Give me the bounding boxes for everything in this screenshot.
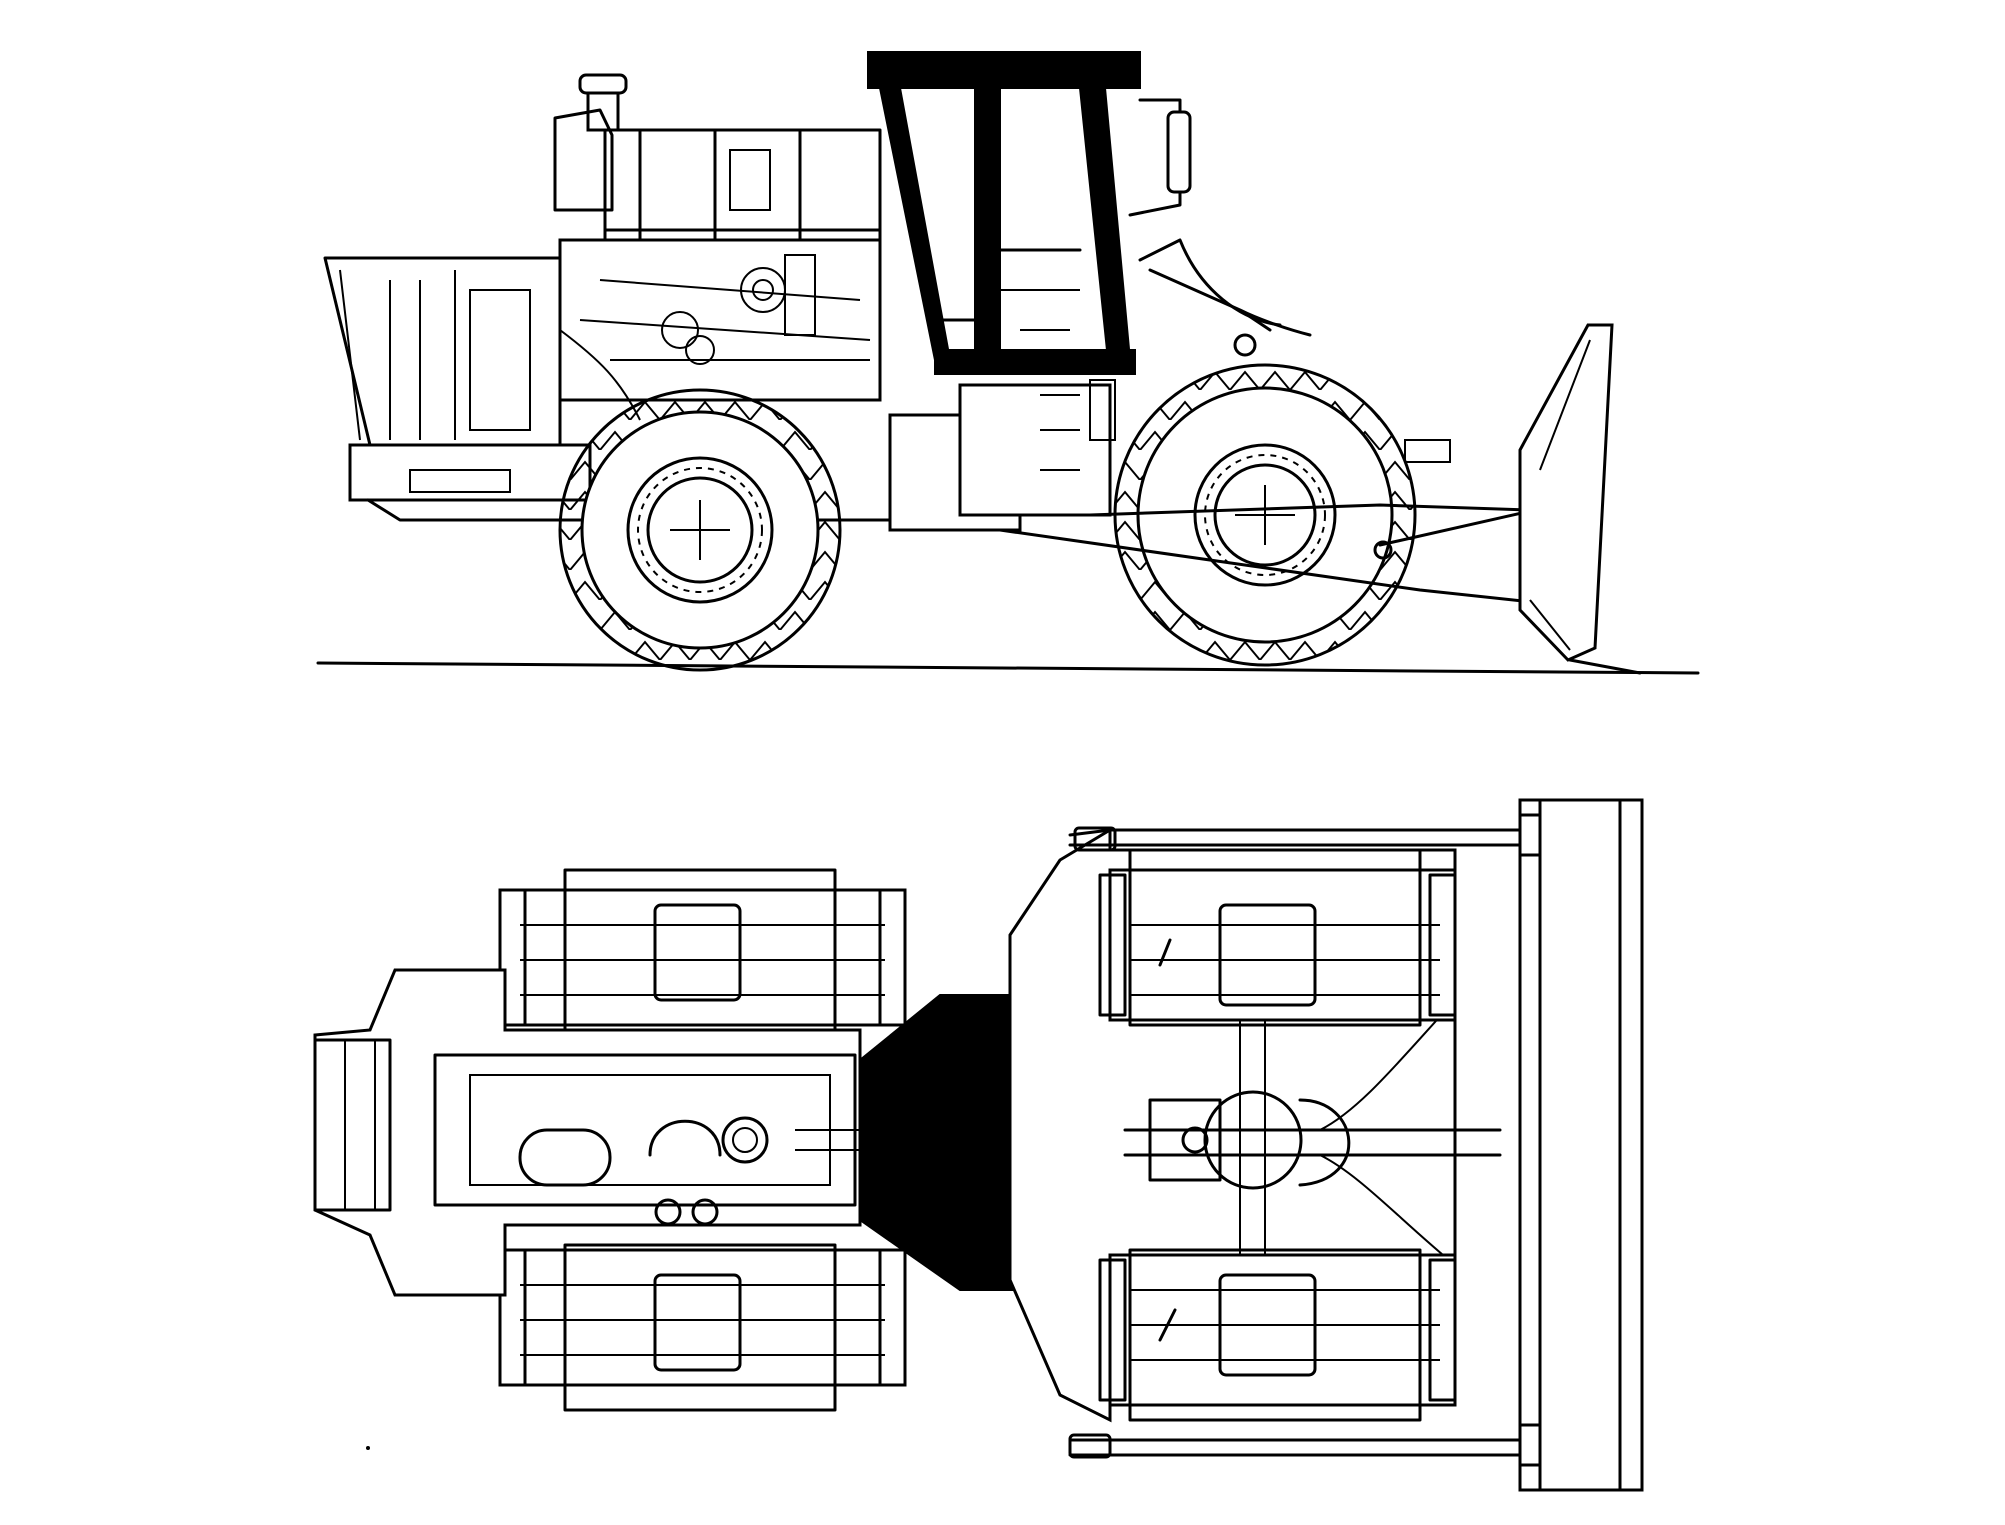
cab-center-pillar — [974, 87, 1001, 361]
dozer-blade-top — [1518, 798, 1644, 1492]
air-cleaner — [553, 108, 614, 212]
engine-block — [558, 238, 882, 402]
cab-roof — [867, 51, 1141, 89]
rear-hood — [323, 256, 562, 447]
lift-arm — [1148, 268, 1312, 337]
rear-wheel-top-right — [498, 1243, 907, 1412]
rear-wheel-top-left — [498, 868, 907, 1032]
cab-right-pillar — [1078, 87, 1132, 361]
cab-floor — [934, 349, 1136, 375]
front-wheel-top-left — [1098, 848, 1457, 1027]
push-arm-top-left — [1068, 828, 1522, 847]
top-plan-view — [313, 798, 1644, 1492]
push-arm-lower — [998, 528, 1562, 607]
front-fender — [1138, 238, 1282, 327]
rear-wheel — [558, 388, 842, 672]
push-arm-upper — [1088, 503, 1532, 517]
ground-line — [316, 661, 1700, 675]
handrail — [603, 128, 882, 302]
front-wheel-top-right — [1098, 1248, 1457, 1422]
dozer-blade — [1518, 323, 1614, 662]
scan-dot — [366, 1446, 370, 1450]
front-wheel — [1113, 363, 1417, 667]
mirror — [1166, 110, 1192, 194]
push-arm-top-right — [1068, 1438, 1522, 1457]
rear-chassis-top — [313, 968, 862, 1297]
side-elevation-view — [316, 51, 1700, 675]
rear-frame — [348, 443, 592, 502]
